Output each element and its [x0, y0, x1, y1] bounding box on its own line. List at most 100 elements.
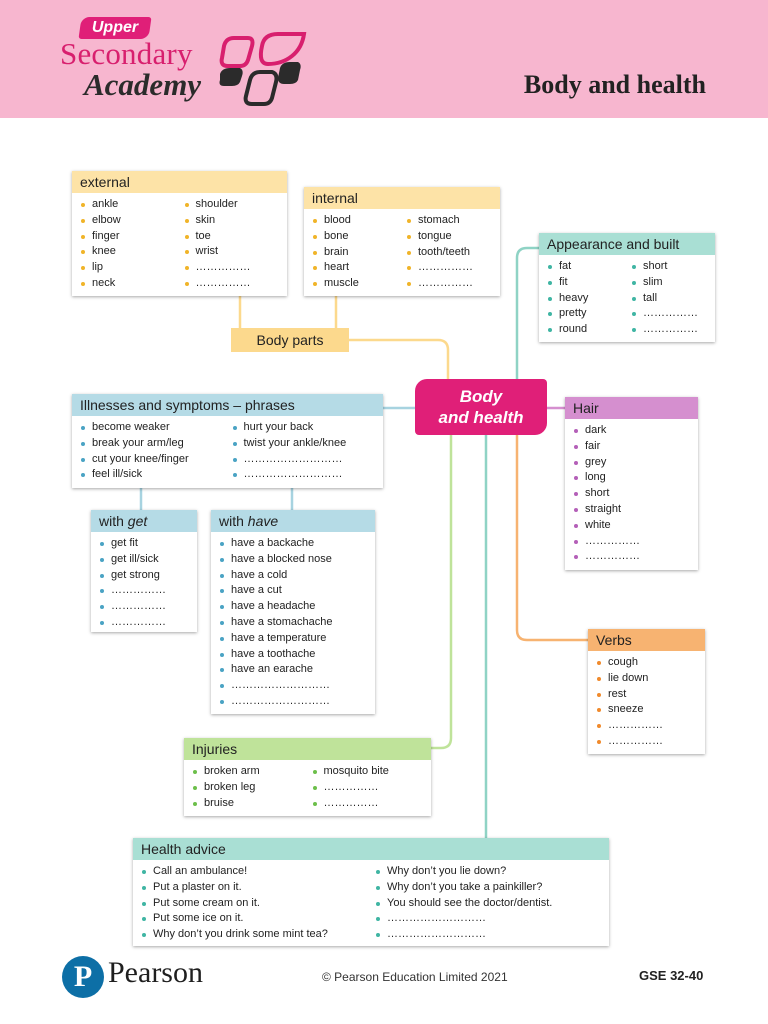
list-item: cough	[596, 655, 705, 671]
list-item: tongue	[406, 229, 500, 245]
list-item: ……………	[184, 276, 288, 292]
hair-title: Hair	[565, 397, 698, 419]
list-item: broken leg	[192, 780, 312, 796]
list-item: have a stomachache	[219, 615, 375, 631]
list-item: Why don’t you drink some mint tea?	[141, 927, 375, 943]
list-item: ………………………	[375, 911, 609, 927]
list-item: round	[547, 322, 631, 338]
injuries-col2: mosquito bite…………………………	[312, 764, 432, 811]
appearance-title: Appearance and built	[539, 233, 715, 255]
list-item: have a blocked nose	[219, 552, 375, 568]
list-item: ……………	[573, 534, 698, 550]
with-have-word: have	[247, 513, 279, 529]
list-item: stomach	[406, 213, 500, 229]
list-item: ……………	[312, 796, 432, 812]
list-item: ……………	[573, 549, 698, 565]
health-advice-col1: Call an ambulance!Put a plaster on it.Pu…	[141, 864, 375, 943]
injuries-title: Injuries	[184, 738, 431, 760]
list-item: finger	[80, 229, 184, 245]
health-advice-title: Health advice	[133, 838, 609, 860]
list-item: bone	[312, 229, 406, 245]
center-topic-line1: Body	[459, 387, 503, 406]
list-item: ……………	[99, 583, 197, 599]
list-item: ………………………	[232, 467, 384, 483]
list-item: Why don’t you take a painkiller?	[375, 880, 609, 896]
list-item: white	[573, 518, 698, 534]
list-item: heavy	[547, 291, 631, 307]
list-item: ……………	[631, 322, 715, 338]
list-item: slim	[631, 275, 715, 291]
list-item: have a temperature	[219, 631, 375, 647]
list-item: blood	[312, 213, 406, 229]
list-item: lip	[80, 260, 184, 276]
health-advice-col2: Why don’t you lie down?Why don’t you tak…	[375, 864, 609, 943]
list-item: tooth/teeth	[406, 245, 500, 261]
logo-secondary-text: Secondary	[60, 36, 193, 71]
list-item: rest	[596, 687, 705, 703]
list-item: heart	[312, 260, 406, 276]
list-item: wrist	[184, 244, 288, 260]
list-item: neck	[80, 276, 184, 292]
list-item: straight	[573, 502, 698, 518]
list-item: shoulder	[184, 197, 288, 213]
logo-academy-text: Academy	[84, 67, 202, 102]
list-item: bruise	[192, 796, 312, 812]
body-parts-label: Body parts	[231, 328, 349, 352]
health-advice-box: Health advice Call an ambulance!Put a pl…	[133, 838, 609, 946]
list-item: toe	[184, 229, 288, 245]
list-item: ……………	[184, 260, 288, 276]
list-item: twist your ankle/knee	[232, 436, 384, 452]
list-item: ankle	[80, 197, 184, 213]
pearson-wordmark: Pearson	[108, 956, 203, 989]
list-item: Why don’t you lie down?	[375, 864, 609, 880]
list-item: get strong	[99, 568, 197, 584]
pearson-logo-icon: P	[62, 956, 104, 998]
list-item: short	[573, 486, 698, 502]
list-item: fit	[547, 275, 631, 291]
gse-level-text: GSE 32-40	[639, 968, 704, 983]
list-item: mosquito bite	[312, 764, 432, 780]
list-item: sneeze	[596, 702, 705, 718]
illnesses-box: Illnesses and symptoms – phrases become …	[72, 394, 383, 488]
list-item: become weaker	[80, 420, 232, 436]
verbs-title: Verbs	[588, 629, 705, 651]
list-item: Call an ambulance!	[141, 864, 375, 880]
illnesses-title: Illnesses and symptoms – phrases	[72, 394, 383, 416]
list-item: break your arm/leg	[80, 436, 232, 452]
list-item: have a cut	[219, 583, 375, 599]
list-item: elbow	[80, 213, 184, 229]
list-item: have a headache	[219, 599, 375, 615]
list-item: Put a plaster on it.	[141, 880, 375, 896]
list-item: get fit	[99, 536, 197, 552]
list-item: You should see the doctor/dentist.	[375, 896, 609, 912]
list-item: short	[631, 259, 715, 275]
list-item: ……………	[312, 780, 432, 796]
list-item: get ill/sick	[99, 552, 197, 568]
page-title: Body and health	[523, 70, 706, 99]
list-item: ……………	[596, 718, 705, 734]
internal-title: internal	[304, 187, 500, 209]
list-item: fat	[547, 259, 631, 275]
with-get-prefix: with	[99, 513, 128, 529]
with-have-prefix: with	[219, 513, 248, 529]
list-item: ……………	[406, 276, 500, 292]
list-item: hurt your back	[232, 420, 384, 436]
center-topic-badge: Body and health	[415, 379, 547, 435]
list-item: ……………	[406, 260, 500, 276]
